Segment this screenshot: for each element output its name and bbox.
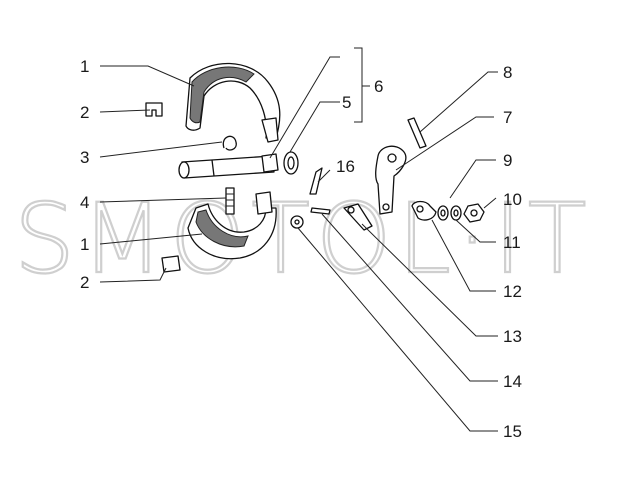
nut [463, 203, 485, 223]
callout-12: 12 [503, 282, 522, 301]
callout-2-upper: 2 [80, 103, 89, 122]
spring-lower [225, 187, 235, 215]
callout-10: 10 [503, 190, 522, 209]
callout-7: 7 [503, 108, 512, 127]
small-lever [343, 203, 373, 231]
callout-4: 4 [80, 193, 89, 212]
washer [437, 205, 449, 221]
cam-shaft [178, 153, 279, 179]
brake-shoe-upper [185, 62, 281, 143]
callout-13: 13 [503, 327, 522, 346]
callout-2-lower: 2 [80, 273, 89, 292]
seal-ring [283, 151, 299, 175]
rod [310, 207, 331, 215]
callout-15: 15 [503, 422, 522, 441]
callout-3: 3 [80, 148, 89, 167]
callout-1-lower: 1 [80, 235, 89, 254]
link-plate [411, 200, 437, 221]
shoe-clip-lower [161, 255, 181, 273]
callout-6: 6 [374, 77, 383, 96]
pin [309, 167, 323, 195]
callout-14: 14 [503, 372, 522, 391]
spacer [450, 205, 462, 221]
brake-lever [375, 145, 407, 215]
callout-5: 5 [342, 93, 351, 112]
callout-11: 11 [503, 233, 521, 252]
brake-shoe-lower [187, 191, 277, 260]
leader-lines [99, 47, 498, 432]
callout-16: 16 [336, 157, 355, 176]
bolt [290, 215, 304, 229]
callout-9: 9 [503, 151, 512, 170]
callout-8: 8 [503, 63, 512, 82]
cotter-pin [407, 117, 427, 149]
callout-1-upper: 1 [80, 57, 89, 76]
shoe-clip-upper [145, 102, 163, 117]
return-spring [222, 135, 237, 151]
